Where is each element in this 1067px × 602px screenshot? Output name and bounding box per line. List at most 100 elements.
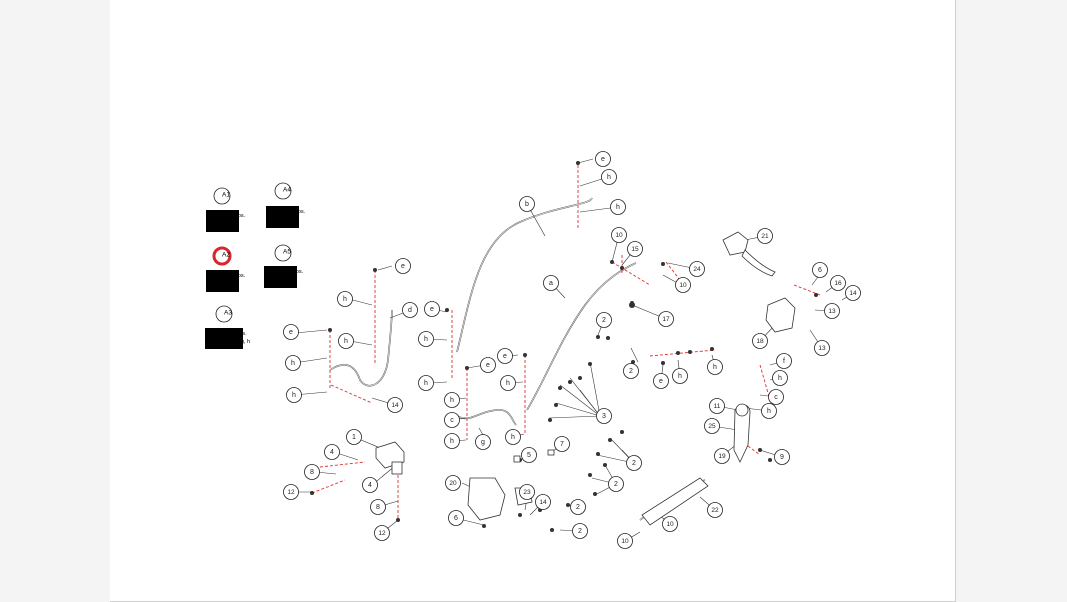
legend-key-box xyxy=(266,206,299,228)
legend-key-box xyxy=(264,266,297,288)
callout-label: h xyxy=(778,375,782,382)
callout-15: 15 xyxy=(627,241,643,257)
callout-label: e xyxy=(486,362,490,369)
callout-label: h xyxy=(450,438,454,445)
reference-marker xyxy=(274,182,292,200)
callout-h: h xyxy=(672,368,688,384)
callout-13: 13 xyxy=(824,303,840,319)
callout-h: h xyxy=(707,359,723,375)
callout-23: 23 xyxy=(519,484,535,500)
callout-h: h xyxy=(418,375,434,391)
legend-key-box xyxy=(206,210,239,232)
callout-label: d xyxy=(408,307,412,314)
legend-key-box xyxy=(205,328,243,349)
callout-label: 3 xyxy=(602,413,606,420)
callout-24: 24 xyxy=(689,261,705,277)
fastener xyxy=(603,463,607,467)
fastener xyxy=(814,293,818,297)
callout-label: 17 xyxy=(662,316,670,323)
callout-3: 3 xyxy=(596,408,612,424)
fastener xyxy=(596,335,600,339)
fastener xyxy=(631,360,635,364)
fastener xyxy=(568,380,572,384)
brake-lever xyxy=(741,249,776,277)
callout-20: 20 xyxy=(445,475,461,491)
hose-guard xyxy=(641,477,709,526)
callout-h: h xyxy=(285,355,301,371)
legend-key-label: Key Nos. xyxy=(223,213,246,219)
callout-label: 10 xyxy=(679,282,687,289)
callout-14: 14 xyxy=(387,397,403,413)
fastener xyxy=(610,260,614,264)
callout-10: 10 xyxy=(662,516,678,532)
callout-label: 6 xyxy=(454,515,458,522)
callout-e: e xyxy=(395,258,411,274)
callout-label: c xyxy=(774,394,778,401)
callout-17: 17 xyxy=(658,311,674,327)
callout-c: c xyxy=(444,412,460,428)
callout-11: 11 xyxy=(709,398,725,414)
callout-e: e xyxy=(283,324,299,340)
callout-label: h xyxy=(616,204,620,211)
legend-key-values: b, e, h xyxy=(223,281,239,287)
callout-label: f xyxy=(783,358,785,365)
callout-h: h xyxy=(418,331,434,347)
legend-id: A5 xyxy=(283,249,291,256)
legend-key-label: Key Nos. xyxy=(224,331,247,337)
callout-label: h xyxy=(607,174,611,181)
sensor-grommet xyxy=(629,302,635,308)
leader-line xyxy=(555,402,601,417)
callouts: 1222222344566788910101010111212131314141… xyxy=(283,151,861,549)
fastener xyxy=(310,491,314,495)
callout-12: 12 xyxy=(283,484,299,500)
pipe-clip xyxy=(547,449,555,456)
callout-label: 23 xyxy=(523,489,531,496)
callout-4: 4 xyxy=(362,477,378,493)
leader-line xyxy=(630,347,639,363)
callout-label: h xyxy=(678,373,682,380)
callout-label: 10 xyxy=(615,232,623,239)
callout-25: 25 xyxy=(704,418,720,434)
fastener xyxy=(620,430,624,434)
assembly-guide-line xyxy=(649,349,716,357)
callout-label: 12 xyxy=(378,530,386,537)
assembly-guide-line xyxy=(311,479,346,494)
callout-e: e xyxy=(424,301,440,317)
callout-2: 2 xyxy=(572,523,588,539)
callout-h: h xyxy=(286,387,302,403)
fastener xyxy=(596,452,600,456)
fastener xyxy=(482,524,486,528)
legend-key-label: Key Nos. xyxy=(283,209,306,215)
callout-label: 25 xyxy=(708,423,716,430)
fastener xyxy=(661,361,665,365)
callout-label: 19 xyxy=(718,453,726,460)
callout-5: 5 xyxy=(521,447,537,463)
reference-marker xyxy=(215,305,233,323)
legend-key-values: e, h xyxy=(281,277,290,283)
callout-b: b xyxy=(519,196,535,212)
callout-label: e xyxy=(289,329,293,336)
callout-label: h xyxy=(344,338,348,345)
callout-13: 13 xyxy=(814,340,830,356)
fastener xyxy=(620,266,624,270)
callout-label: 2 xyxy=(578,528,582,535)
callout-19: 19 xyxy=(714,448,730,464)
fastener xyxy=(588,362,592,366)
callout-label: 11 xyxy=(714,403,721,410)
callout-label: 12 xyxy=(287,489,295,496)
callout-label: 14 xyxy=(539,499,547,506)
fastener xyxy=(588,473,592,477)
fastener xyxy=(676,351,680,355)
callout-label: h xyxy=(424,380,428,387)
callout-label: h xyxy=(511,434,515,441)
assembly-guide-line xyxy=(611,261,651,286)
callout-label: 8 xyxy=(376,504,380,511)
assembly-guide-line xyxy=(330,384,373,404)
callout-22: 22 xyxy=(707,502,723,518)
callout-8: 8 xyxy=(304,464,320,480)
